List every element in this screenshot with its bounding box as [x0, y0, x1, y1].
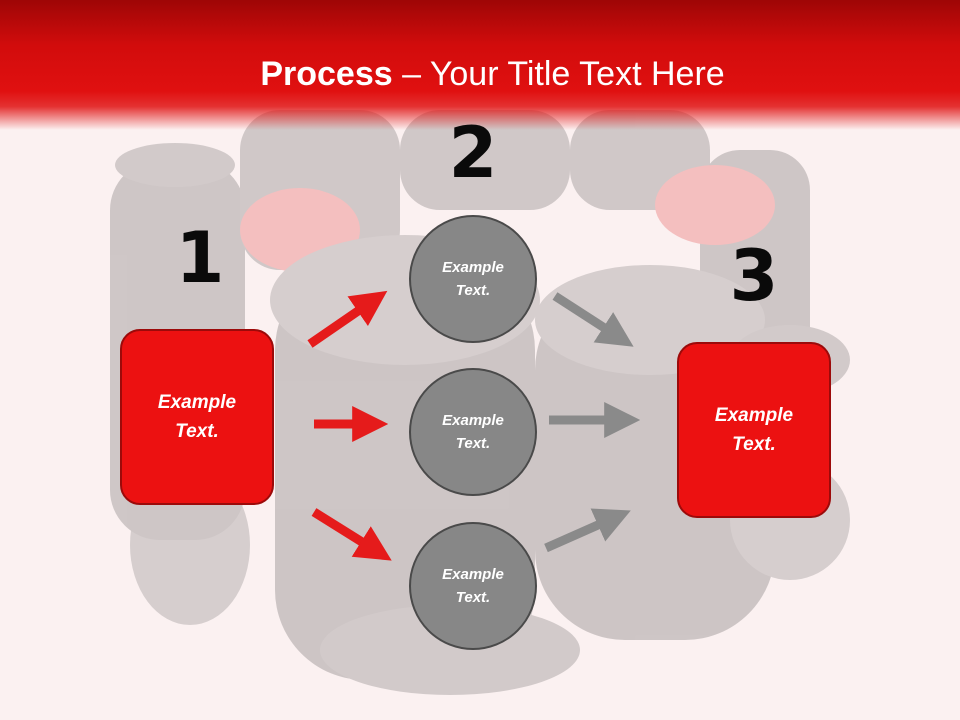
slide-title: Process – Your Title Text Here [0, 52, 960, 96]
step-number-2: 2 [448, 112, 498, 194]
arrow-red-down [311, 508, 392, 561]
circle-middle-text: Example Text. [442, 412, 504, 452]
title-bold: Process [260, 55, 393, 93]
step-number-3: 3 [729, 235, 779, 317]
circle-bottom-text: Example Text. [442, 566, 504, 606]
title-rest: – Your Title Text Here [392, 55, 725, 93]
circle-top-text: Example Text. [442, 259, 504, 299]
circle-middle: Example Text. [409, 368, 537, 496]
left-box-text: Example Text. [157, 392, 237, 442]
right-step-box: Example Text. [677, 342, 831, 518]
left-step-box: Example Text. [120, 329, 274, 505]
arrow-red-up [307, 290, 388, 348]
arrow-gray-down [552, 292, 634, 347]
title-banner [0, 0, 960, 130]
arrow-gray-up [544, 508, 631, 553]
circle-bottom: Example Text. [409, 522, 537, 650]
step-number-1: 1 [175, 217, 225, 299]
right-box-text: Example Text. [714, 405, 794, 455]
circle-top: Example Text. [409, 215, 537, 343]
